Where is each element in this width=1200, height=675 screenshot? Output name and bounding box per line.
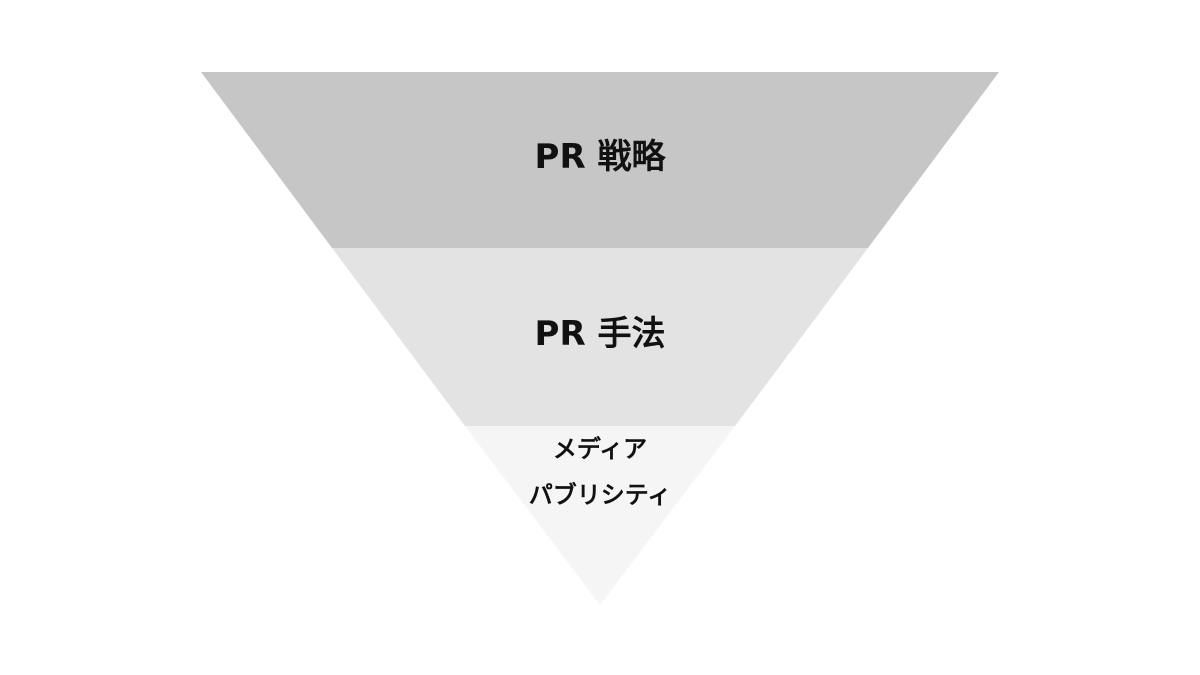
funnel-level-3-band (465, 426, 735, 605)
funnel-level-1-label: PR 戦略 (534, 137, 666, 177)
funnel-level-3-label-line-2: パブリシティ (528, 481, 672, 509)
funnel-level-2-label: PR 手法 (534, 314, 666, 354)
funnel-level-3-label-line-1: メディア (552, 435, 648, 463)
funnel-level-1-band (201, 72, 999, 248)
funnel-level-2-band (332, 248, 868, 426)
